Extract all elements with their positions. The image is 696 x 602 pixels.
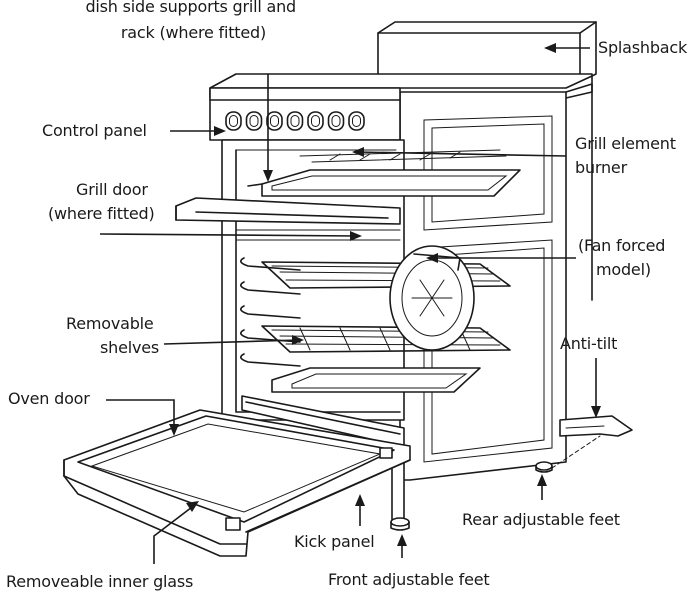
fan-cover	[389, 245, 475, 351]
label-oven-door: Oven door	[8, 389, 90, 408]
grill-door	[175, 197, 401, 225]
shelf-supports	[240, 257, 301, 367]
control-knob	[225, 111, 242, 131]
label-inner-glass: Removeable inner glass	[6, 572, 194, 591]
shelves-leader	[163, 339, 301, 345]
anti-tilt-bracket	[551, 415, 633, 469]
control-panel-front	[209, 87, 401, 141]
label-grill-element-line2: burner	[575, 158, 627, 177]
label-fan-line1: (Fan forced	[578, 236, 666, 255]
label-rear-feet: Rear adjustable feet	[462, 510, 620, 529]
label-control-panel: Control panel	[42, 121, 147, 140]
label-grill-door-line1: Grill door	[76, 180, 148, 199]
label-shelves-line1: Removable	[66, 314, 154, 333]
inner-glass-leader	[153, 503, 197, 564]
label-splashback: Splashback	[598, 38, 688, 57]
label-front-feet: Front adjustable feet	[328, 570, 490, 589]
rear-foot	[535, 461, 553, 473]
control-knob	[348, 111, 365, 131]
label-supports-line1: dish side supports grill and	[85, 0, 296, 16]
oven-door	[63, 409, 411, 557]
control-knob	[307, 111, 324, 131]
control-knob	[245, 111, 263, 131]
grill-tray	[247, 149, 521, 197]
grill-door-leader	[99, 233, 359, 237]
label-kick-panel: Kick panel	[294, 532, 375, 551]
control-knob	[266, 111, 283, 131]
label-supports-line2: rack (where fitted)	[120, 23, 266, 42]
control-knob	[327, 111, 345, 131]
label-anti-tilt: Anti-tilt	[560, 334, 618, 353]
oven-door-leader	[106, 399, 175, 432]
label-grill-door-line2: (where fitted)	[48, 204, 155, 223]
splashback-panel	[377, 21, 597, 83]
label-shelves-line2: shelves	[100, 338, 160, 357]
label-fan-line2: model)	[596, 260, 651, 279]
grill-element-leader	[355, 151, 567, 157]
label-grill-element-line1: Grill element	[575, 134, 676, 153]
oven-floor	[271, 367, 481, 393]
control-knob	[286, 111, 304, 131]
front-foot	[390, 517, 410, 531]
